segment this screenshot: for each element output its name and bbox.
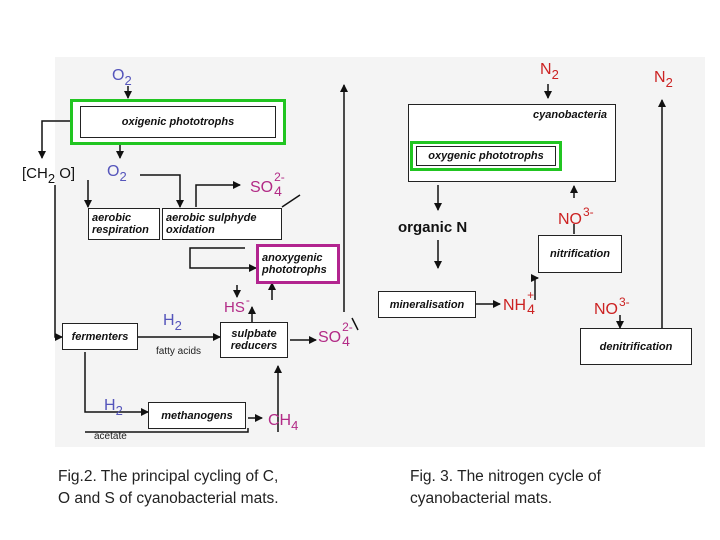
box-anoxygenic-phototrophs: anoxygenic phototrophs <box>256 244 340 284</box>
line-sulphyde-to-so4-right <box>281 194 301 208</box>
label-ch4: CH4 <box>268 412 299 434</box>
caption-fig3: Fig. 3. The nitrogen cycle of cyanobacte… <box>410 466 601 510</box>
label-nh4: NH+4 <box>503 288 535 317</box>
label-ch2o: [CH2 O] <box>22 165 76 187</box>
label-organic-n: organic N <box>398 219 468 236</box>
box-aerobic-sulphyde-oxidation: aerobic sulphyde oxidation <box>162 208 282 240</box>
label-n2-center: N2 <box>540 61 559 83</box>
box-methanogens: methanogens <box>148 402 246 429</box>
box-oxygenic-phototrophs-outer: oxigenic phototrophs <box>70 99 286 145</box>
box-oxygenic-phototrophs-n-outer: oxygenic phototrophs <box>410 141 562 171</box>
line-ch2o-to-fermenters <box>54 185 63 341</box>
label-acetate: acetate <box>94 431 127 442</box>
box-fermenters: fermenters <box>62 323 138 350</box>
label-o2-top: O2 <box>112 67 132 89</box>
line-fermenters-to-methanogens <box>84 352 149 416</box>
box-oxygenic-phototrophs-n: oxygenic phototrophs <box>416 146 556 166</box>
caption-fig3-line1: Fig. 3. The nitrogen cycle of <box>410 468 601 485</box>
caption-fig2-line2: O and S of cyanobacterial mats. <box>58 490 279 507</box>
arrow-to-anoxygenic <box>189 247 257 272</box>
label-no3-lower: NO3- <box>594 295 630 318</box>
label-n2-right: N2 <box>654 69 673 91</box>
line-acetate <box>85 428 249 433</box>
caption-fig2-line1: Fig.2. The principal cycling of C, <box>58 468 279 485</box>
caption-fig3-line2: cyanobacterial mats. <box>410 490 553 507</box>
label-hs: HS- <box>224 293 250 316</box>
line-oxygenic-to-ch2o <box>38 120 70 159</box>
box-nitrification: nitrification <box>538 235 622 273</box>
box-aerobic-respiration: aerobic respiration <box>88 208 160 240</box>
box-oxygenic-phototrophs: oxigenic phototrophs <box>80 106 276 138</box>
arrow-right-down <box>351 317 359 331</box>
label-no3-upper: NO3- <box>558 205 594 228</box>
label-o2-mid: O2 <box>107 163 127 185</box>
box-mineralisation: mineralisation <box>378 291 476 318</box>
line-to-sulphyde-oxidation <box>140 174 184 208</box>
caption-fig2: Fig.2. The principal cycling of C, O and… <box>58 466 279 510</box>
label-fatty-acids: fatty acids <box>156 346 202 357</box>
arrow-to-so4-upper <box>195 181 241 207</box>
label-h2-mid: H2 <box>163 312 182 334</box>
box-sulphate-reducers: sulpbate reducers <box>220 322 288 358</box>
box-denitrification: denitrification <box>580 328 692 365</box>
arrow-nh4-to-nitrif <box>531 274 539 300</box>
label-h2-low: H2 <box>104 397 123 419</box>
